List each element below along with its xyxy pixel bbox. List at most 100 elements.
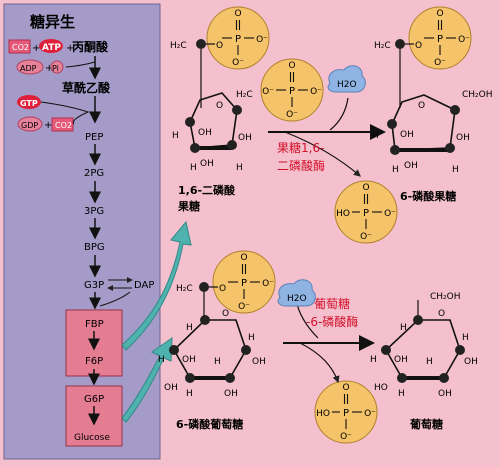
pathway-panel [3, 3, 161, 460]
svg-text:P: P [363, 208, 369, 219]
h-label: H [392, 165, 399, 175]
svg-text:O⁻: O⁻ [262, 279, 274, 289]
plus-sign: + [32, 43, 40, 54]
h2c-label: H₂C [236, 90, 253, 100]
h-label: H [186, 389, 193, 399]
co2-box [8, 39, 31, 54]
fbp-name-line2: 果糖 [177, 199, 200, 213]
o-label: O [415, 41, 422, 51]
h2c-label: H₂C [176, 284, 193, 294]
co2-box-2 [51, 117, 74, 132]
gdp-label: GDP [21, 121, 38, 130]
svg-text:HO: HO [336, 209, 350, 219]
o-label: O [216, 41, 223, 51]
enzyme-bottom-line2: -6-磷酸酶 [306, 314, 358, 329]
enzyme-bottom-line1: 葡萄糖 [314, 296, 350, 311]
enzyme-top-line1: 果糖1,6- [277, 140, 324, 155]
oxaloacetate-label: 草酰乙酸 [62, 80, 111, 95]
plus-sign: + [45, 63, 53, 74]
svg-text:O: O [240, 253, 247, 263]
svg-text:P: P [235, 34, 241, 45]
oh-label: OH [438, 389, 452, 399]
h-label: H [370, 355, 377, 365]
adp-label: ADP [20, 64, 37, 73]
h-label: H [186, 323, 193, 333]
svg-text:P: P [437, 34, 443, 45]
pathway-title: 糖异生 [30, 13, 75, 31]
plus-sign: + [44, 120, 52, 131]
callout-arrow-fbp [121, 220, 192, 351]
svg-text:O⁻: O⁻ [458, 35, 470, 45]
svg-text:O⁻: O⁻ [310, 87, 322, 97]
pep-label: PEP [85, 132, 103, 143]
o-label: O [219, 284, 226, 294]
f6p-name: 6-磷酸果糖 [400, 189, 456, 203]
phosphate-release-arrow [299, 342, 340, 384]
h-label: H [248, 333, 255, 343]
h2c-label: H₂C [374, 41, 391, 51]
oh-label: OH [394, 355, 408, 365]
adp-oval [16, 59, 44, 75]
svg-text:O⁻: O⁻ [434, 58, 446, 68]
ho-label: HO [374, 383, 388, 393]
h2c-label: H₂C [170, 41, 187, 51]
co2-label-2: CO2 [55, 121, 72, 130]
phosphate-release-arrow [284, 131, 361, 177]
o-label: O [438, 309, 445, 319]
atp-oval [39, 39, 63, 53]
h-label: H [214, 357, 221, 367]
oh-label: OH [400, 130, 414, 140]
oh-label: OH [198, 128, 212, 138]
svg-text:O⁻: O⁻ [364, 409, 376, 419]
curved-arrow [40, 101, 90, 125]
enzyme-top-line2: 二磷酸酶 [277, 158, 325, 173]
h-label: H [426, 357, 433, 367]
f6p-label: F6P [85, 356, 103, 367]
fbp-name-line1: 1,6-二磷酸 [178, 183, 236, 197]
h-label: H [190, 163, 197, 173]
glucose-label: Glucose [74, 433, 110, 443]
fructose-16-bisphosphate-structure: H₂C O O H₂C H OH OH OH H H [170, 39, 253, 173]
h-label: H [400, 323, 407, 333]
h-label: H [172, 131, 179, 141]
oh-label: OH [200, 159, 214, 169]
oh-label: OH [404, 161, 418, 171]
svg-text:O: O [288, 61, 295, 71]
svg-text:O⁻: O⁻ [232, 58, 244, 68]
water-label: H2O [287, 294, 307, 304]
h-label: H [372, 131, 379, 141]
svg-text:O⁻: O⁻ [340, 432, 352, 442]
dap-label: DAP [134, 280, 154, 291]
glucose-6-phosphate-structure: H₂C O O H H OH OH H H OH H OH [158, 282, 266, 399]
water-in-arrow [329, 97, 349, 131]
ch2oh-label: CH₂OH [430, 292, 461, 302]
svg-text:P: P [343, 408, 349, 419]
svg-text:O⁻: O⁻ [238, 302, 250, 312]
h-label: H [158, 355, 165, 365]
oh-label: OH [238, 133, 252, 143]
g6p-name: 6-磷酸葡萄糖 [176, 417, 243, 431]
ch2oh-label: CH₂OH [462, 90, 493, 100]
oh-label: OH [464, 357, 478, 367]
co2-label: CO2 [12, 43, 29, 52]
g3p-label: G3P [84, 280, 104, 291]
atp-label: ATP [42, 43, 61, 53]
svg-text:O⁻: O⁻ [384, 209, 396, 219]
svg-text:P: P [289, 86, 295, 97]
curved-arrow [65, 61, 96, 68]
svg-text:O: O [436, 9, 443, 19]
svg-text:O⁻: O⁻ [360, 232, 372, 242]
water-cloud [327, 65, 366, 93]
svg-text:O⁻: O⁻ [262, 87, 274, 97]
water-cloud [277, 279, 316, 307]
svg-text:P: P [241, 278, 247, 289]
pg3-label: 3PG [84, 206, 104, 217]
bpg-label: BPG [84, 242, 105, 253]
svg-text:O: O [362, 183, 369, 193]
pyruvate-label: 丙酮酸 [72, 39, 109, 54]
oh-label: OH [164, 383, 178, 393]
